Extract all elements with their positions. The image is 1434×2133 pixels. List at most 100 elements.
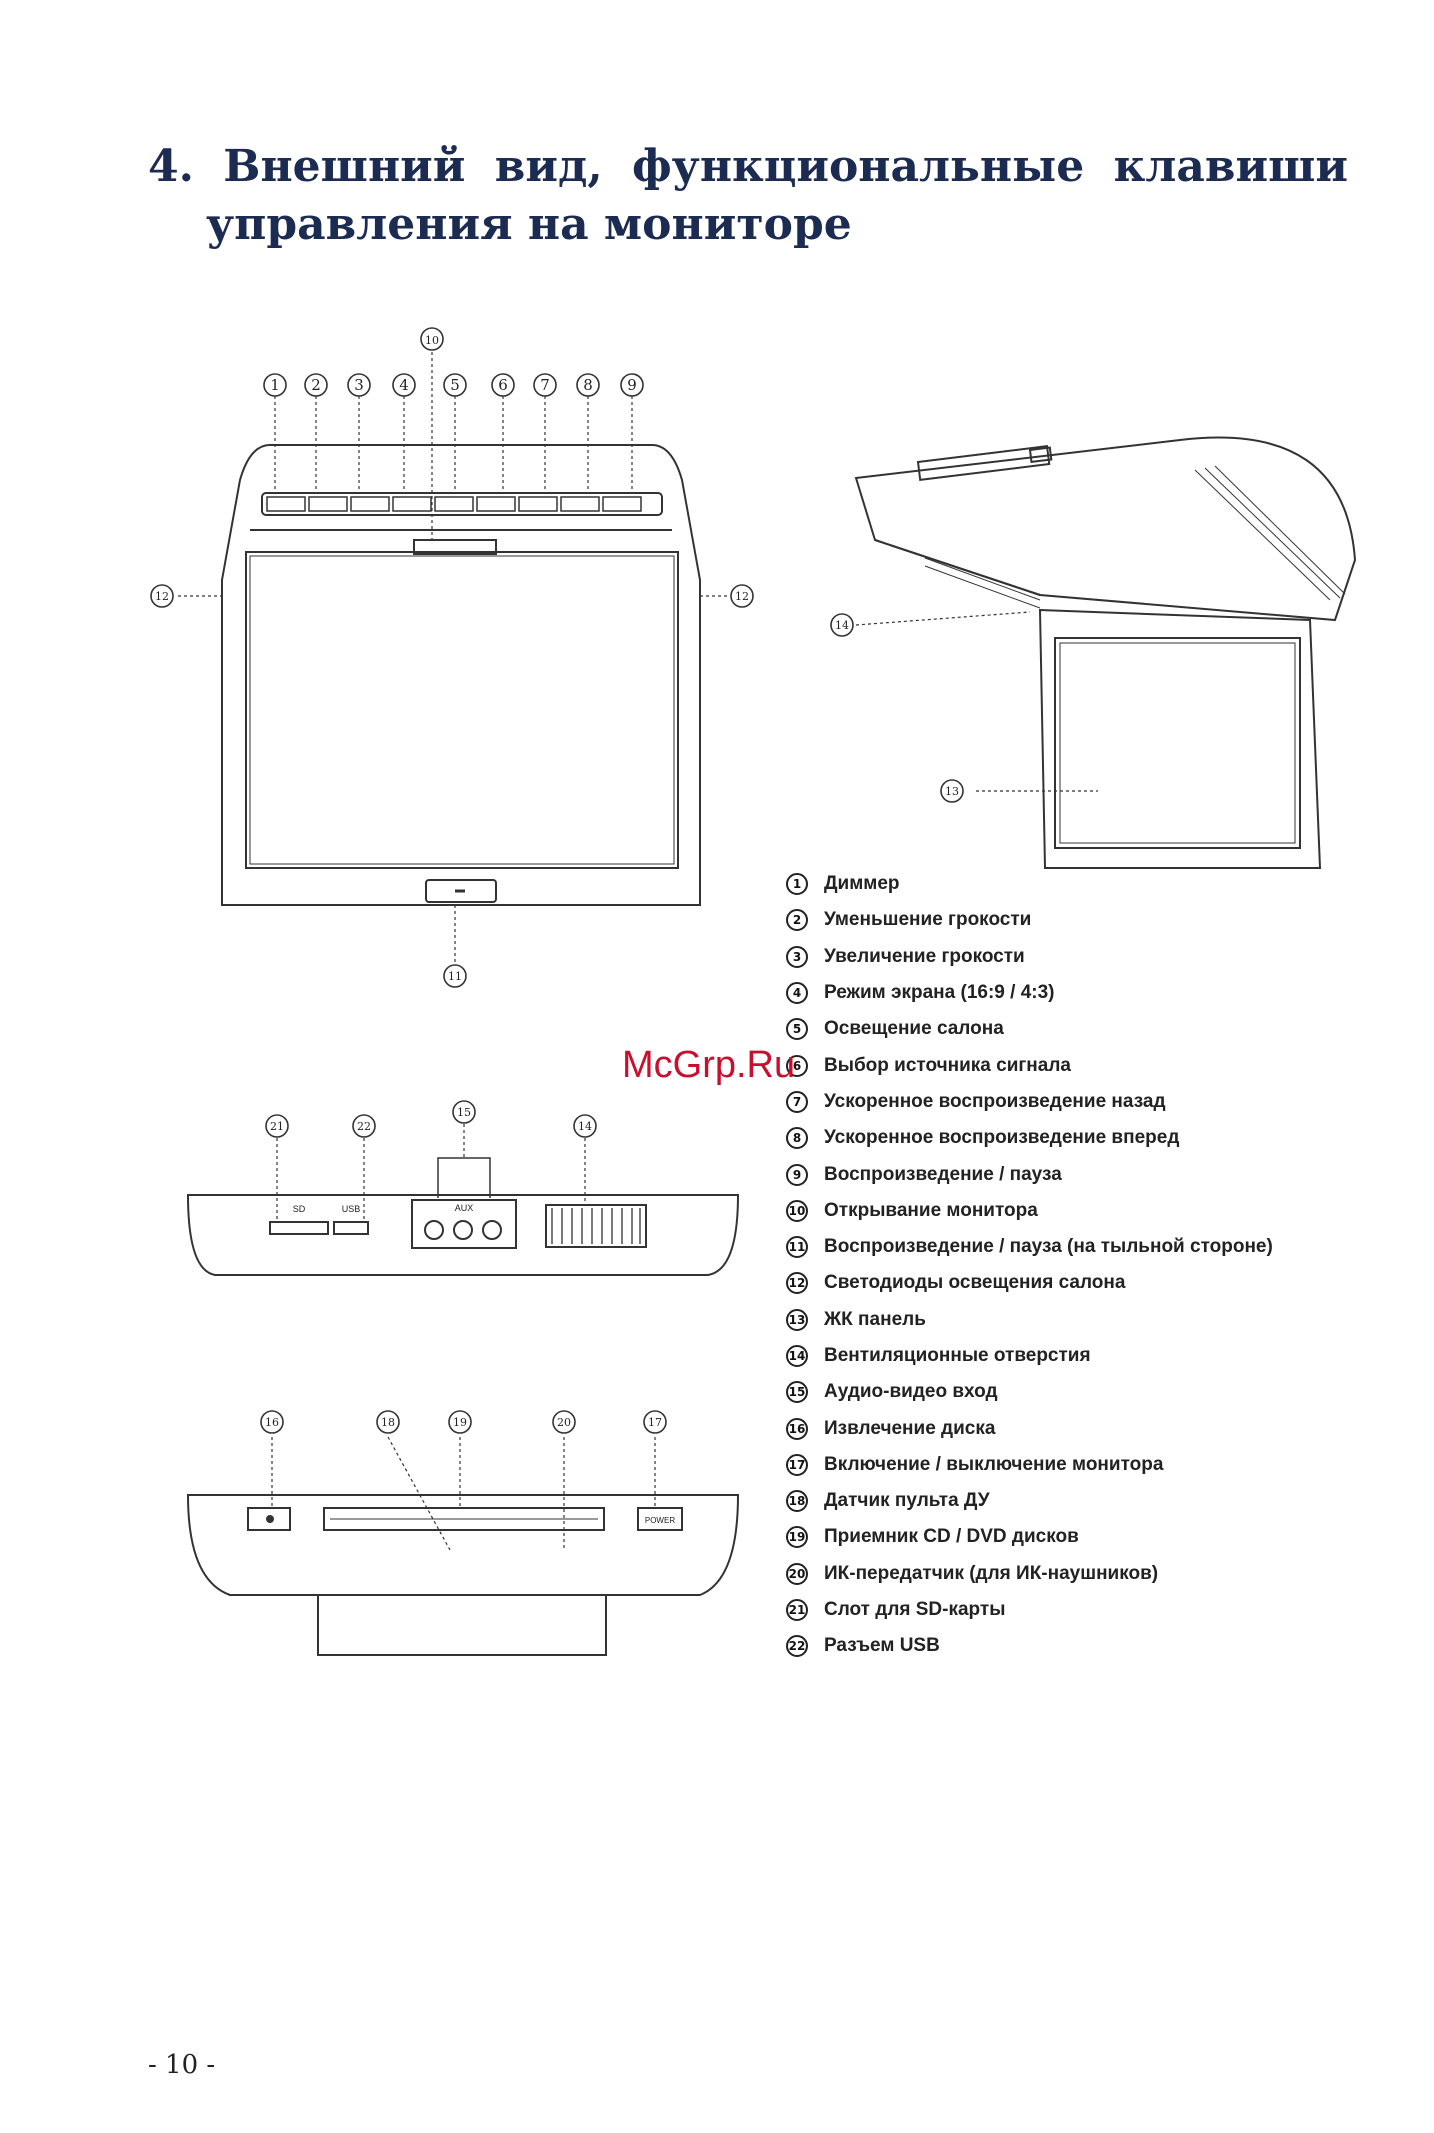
legend-number: 17 xyxy=(786,1453,808,1476)
usb-label: USB xyxy=(342,1204,361,1214)
legend-item: 7 Ускоренное воспроизведение назад xyxy=(786,1084,1273,1120)
legend-item: 8 Ускоренное воспроизведение вперед xyxy=(786,1120,1273,1156)
legend-text: Ускоренное воспроизведение назад xyxy=(824,1090,1166,1112)
legend-text: ИК-передатчик (для ИК-наушников) xyxy=(824,1562,1159,1584)
svg-text:11: 11 xyxy=(448,970,462,983)
legend-number: 13 xyxy=(786,1308,808,1331)
sd-label: SD xyxy=(293,1204,306,1214)
legend-item: 13 ЖК панель xyxy=(786,1302,1273,1338)
legend-text: Ускоренное воспроизведение вперед xyxy=(824,1127,1180,1149)
legend-text: Уменьшение грокости xyxy=(824,909,1032,931)
front-view-diagram xyxy=(178,352,728,962)
svg-text:2: 2 xyxy=(311,376,321,394)
legend-text: Вентиляционные отверстия xyxy=(824,1345,1091,1366)
legend-number: 15 xyxy=(786,1381,808,1404)
watermark: McGrp.Ru xyxy=(622,1044,796,1086)
legend-text: Аудио-видео вход xyxy=(824,1381,998,1403)
svg-text:8: 8 xyxy=(583,376,593,394)
legend-number: 4 xyxy=(786,982,808,1005)
legend-text: Выбор источника сигнала xyxy=(824,1054,1071,1076)
legend-text: Открывание монитора xyxy=(824,1199,1038,1221)
svg-text:7: 7 xyxy=(540,376,550,394)
svg-text:15: 15 xyxy=(457,1106,471,1119)
svg-text:6: 6 xyxy=(498,376,508,394)
legend-item: 4 Режим экрана (16:9 / 4:3) xyxy=(786,975,1273,1011)
svg-text:10: 10 xyxy=(425,334,439,347)
legend-number: 19 xyxy=(786,1526,808,1549)
svg-text:19: 19 xyxy=(453,1416,467,1429)
svg-text:12: 12 xyxy=(735,590,749,603)
svg-text:14: 14 xyxy=(835,619,849,632)
legend-text: Датчик пульта ДУ xyxy=(824,1490,990,1512)
legend-item: 11 Воспроизведение / пауза (на тыльной ст… xyxy=(786,1229,1273,1265)
legend-text: Извлечение диска xyxy=(824,1417,996,1439)
legend-number: 7 xyxy=(786,1090,808,1113)
legend-number: 11 xyxy=(786,1236,808,1259)
legend-number: 1 xyxy=(786,873,808,896)
legend-text: Включение / выключение монитора xyxy=(824,1453,1164,1475)
legend-number: 16 xyxy=(786,1417,808,1440)
heading-line-2: управления на мониторе xyxy=(206,199,852,250)
legend-item: 15 Аудио-видео вход xyxy=(786,1374,1273,1410)
legend-text: Воспроизведение / пауза (на тыльной стор… xyxy=(824,1236,1273,1258)
legend-text: Разъем USB xyxy=(824,1635,940,1657)
legend-text: Приемник CD / DVD дисков xyxy=(824,1526,1079,1548)
aux-label: AUX xyxy=(455,1203,474,1213)
legend-item: 5 Освещение салона xyxy=(786,1011,1273,1047)
svg-text:20: 20 xyxy=(557,1416,571,1429)
svg-text:16: 16 xyxy=(265,1416,279,1429)
legend-item: 12 Светодиоды освещения салона xyxy=(786,1265,1273,1301)
svg-text:12: 12 xyxy=(155,590,169,603)
heading-word-2: вид, xyxy=(494,141,603,192)
legend-text: Режим экрана (16:9 / 4:3) xyxy=(824,982,1055,1004)
svg-text:17: 17 xyxy=(648,1416,662,1429)
legend-item: 22 Разъем USB xyxy=(786,1628,1273,1664)
legend-item: 1 Диммер xyxy=(786,866,1273,902)
disc-side-diagram xyxy=(186,1436,740,1656)
legend-text: Слот для SD-карты xyxy=(824,1599,1006,1621)
legend-number: 3 xyxy=(786,945,808,968)
legend-number: 8 xyxy=(786,1127,808,1150)
heading-word-4: клавиши xyxy=(1113,141,1348,192)
legend-number: 2 xyxy=(786,909,808,932)
svg-text:9: 9 xyxy=(627,376,637,394)
svg-text:1: 1 xyxy=(270,376,280,394)
connector-side-diagram xyxy=(186,1124,740,1276)
legend-item: 16 Извлечение диска xyxy=(786,1410,1273,1446)
legend-number: 12 xyxy=(786,1272,808,1295)
svg-text:5: 5 xyxy=(450,376,460,394)
legend-text: Светодиоды освещения салона xyxy=(824,1272,1126,1294)
svg-text:3: 3 xyxy=(354,376,364,394)
legend-text: Увеличение грокости xyxy=(824,945,1025,967)
legend-number: 5 xyxy=(786,1018,808,1041)
page-heading: 4. Внешний вид, функциональные клавиши у… xyxy=(148,138,1348,254)
callout-markers xyxy=(150,327,964,1434)
legend-number: 22 xyxy=(786,1635,808,1658)
heading-number: 4. xyxy=(148,141,194,192)
page-number: - 10 - xyxy=(148,2050,216,2080)
legend-item: 2 Уменьшение грокости xyxy=(786,902,1273,938)
legend-number: 20 xyxy=(786,1562,808,1585)
legend-item: 10 Открывание монитора xyxy=(786,1193,1273,1229)
legend-text: Диммер xyxy=(824,873,900,895)
svg-text:21: 21 xyxy=(270,1120,284,1133)
legend-item: 21 Слот для SD-карты xyxy=(786,1592,1273,1628)
power-label: POWER xyxy=(645,1516,675,1525)
legend-text: ЖК панель xyxy=(824,1308,926,1330)
legend-text: Освещение салона xyxy=(824,1018,1004,1040)
svg-text:14: 14 xyxy=(578,1120,592,1133)
heading-word-1: Внешний xyxy=(223,141,466,192)
svg-text:18: 18 xyxy=(381,1416,395,1429)
legend-number: 9 xyxy=(786,1163,808,1186)
svg-text:22: 22 xyxy=(357,1120,371,1133)
legend-item: 17 Включение / выключение монитора xyxy=(786,1447,1273,1483)
legend-number: 21 xyxy=(786,1599,808,1622)
svg-text:4: 4 xyxy=(399,376,409,394)
legend-number: 10 xyxy=(786,1199,808,1222)
legend-item: 20 ИК-передатчик (для ИК-наушников) xyxy=(786,1556,1273,1592)
